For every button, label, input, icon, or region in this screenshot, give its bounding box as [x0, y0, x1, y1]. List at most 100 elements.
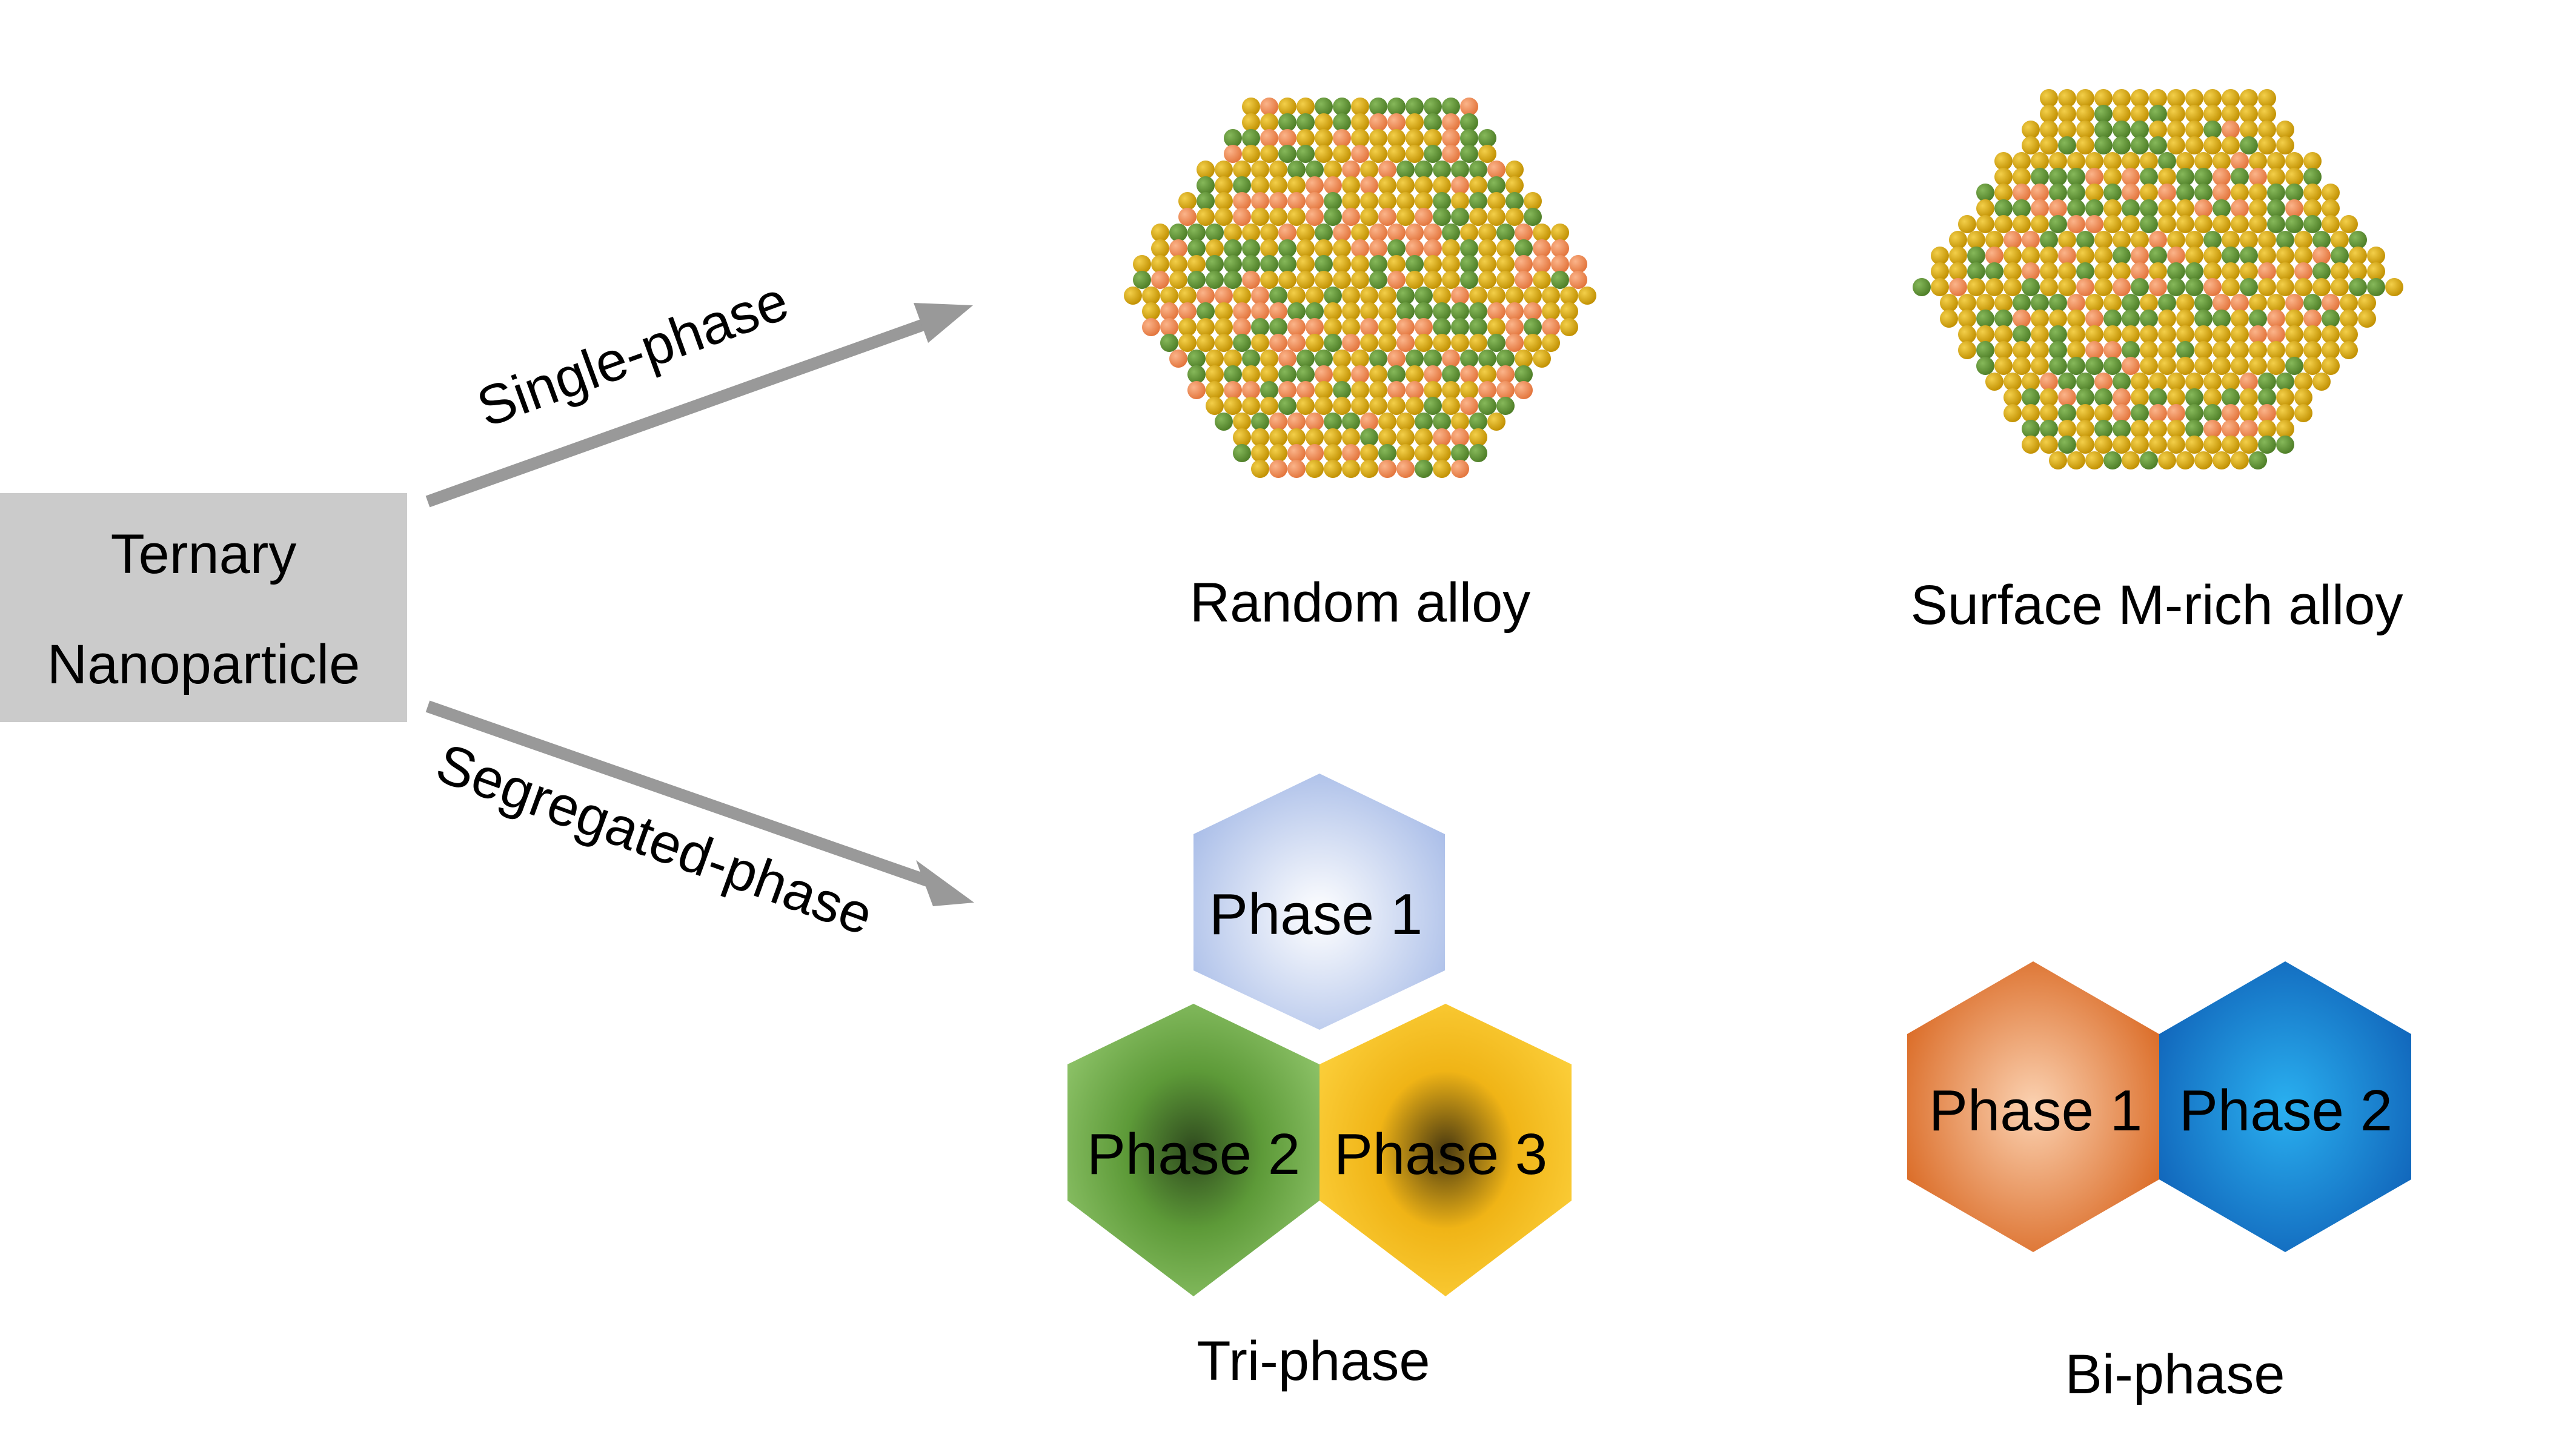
atom-gold — [1324, 302, 1342, 320]
atom-gold — [1994, 184, 2013, 202]
atom-orange — [1287, 318, 1306, 336]
atom-orange — [2322, 294, 2340, 312]
atom-gold — [2222, 89, 2240, 107]
atom-orange — [1442, 350, 1460, 368]
atom-gold — [1242, 113, 1260, 131]
atom-green — [1278, 113, 1296, 131]
atom-green — [1378, 444, 1396, 462]
atom-gold — [1931, 262, 1949, 280]
atom-gold — [2140, 357, 2158, 375]
atom-gold — [1415, 428, 1433, 446]
atom-green — [1496, 397, 1515, 415]
atom-orange — [2003, 231, 2022, 249]
atom-green — [1985, 262, 2003, 280]
atom-gold — [2013, 357, 2031, 375]
source-label-line1: Ternary — [111, 523, 297, 585]
single-phase-arrow-shaft — [425, 317, 929, 508]
atom-gold — [2240, 436, 2258, 454]
atom-gold — [1451, 334, 1469, 352]
atom-gold — [1469, 428, 1487, 446]
atom-gold — [1994, 357, 2013, 375]
atom-green — [2058, 373, 2076, 391]
atom-orange — [1369, 239, 1387, 257]
atom-gold — [2094, 231, 2113, 249]
atom-gold — [2103, 152, 2122, 170]
atom-orange — [2213, 294, 2231, 312]
atom-green — [2285, 215, 2303, 233]
atom-green — [2022, 420, 2040, 438]
atom-orange — [1342, 161, 1360, 179]
atom-orange — [1451, 460, 1469, 478]
atom-gold — [2085, 325, 2103, 343]
atom-gold — [2367, 247, 2385, 265]
atom-green — [1278, 145, 1296, 163]
atom-gold — [1142, 287, 1160, 305]
atom-gold — [2031, 341, 2049, 359]
atom-green — [2222, 247, 2240, 265]
atom-green — [1369, 255, 1387, 273]
atom-gold — [2249, 184, 2267, 202]
atom-green — [2213, 310, 2231, 328]
atom-green — [2076, 388, 2094, 406]
atom-green — [1296, 350, 1315, 368]
atom-gold — [2331, 278, 2349, 296]
atom-orange — [2167, 247, 2185, 265]
atom-green — [1278, 255, 1296, 273]
atom-gold — [1351, 113, 1369, 131]
atom-orange — [1533, 255, 1551, 273]
atom-green — [2303, 168, 2322, 186]
atom-green — [2113, 121, 2131, 139]
atom-green — [1387, 365, 1406, 383]
atom-gold — [2331, 231, 2349, 249]
atom-green — [2058, 404, 2076, 422]
atom-gold — [2076, 420, 2094, 438]
atom-green — [1197, 192, 1215, 210]
atom-orange — [2085, 341, 2103, 359]
atom-orange — [1369, 224, 1387, 242]
atom-orange — [2013, 310, 2031, 328]
atom-green — [1496, 350, 1515, 368]
atom-gold — [1242, 365, 1260, 383]
atom-green — [1976, 310, 1994, 328]
atom-gold — [1387, 129, 1406, 147]
atom-gold — [2158, 451, 2176, 469]
atom-green — [2194, 294, 2213, 312]
atom-orange — [2258, 262, 2276, 280]
atom-gold — [2158, 310, 2176, 328]
atom-gold — [1306, 287, 1324, 305]
atom-gold — [2003, 247, 2022, 265]
atom-gold — [2240, 231, 2258, 249]
atom-gold — [2258, 121, 2276, 139]
atom-orange — [2222, 404, 2240, 422]
atom-green — [1396, 161, 1415, 179]
atom-gold — [2013, 341, 2031, 359]
single-phase-arrow-head — [914, 303, 973, 343]
atom-gold — [2285, 341, 2303, 359]
atom-orange — [1460, 397, 1478, 415]
atom-gold — [2149, 420, 2167, 438]
bi-phase-hex-2 — [2159, 961, 2411, 1252]
atom-orange — [2167, 404, 2185, 422]
atom-green — [2203, 404, 2222, 422]
atom-gold — [2022, 436, 2040, 454]
atom-green — [1233, 176, 1251, 194]
atom-gold — [2194, 341, 2213, 359]
atom-green — [1487, 334, 1505, 352]
atom-orange — [2058, 388, 2076, 406]
atom-gold — [2040, 136, 2058, 154]
atom-gold — [1524, 192, 1542, 210]
atom-orange — [2013, 184, 2031, 202]
atom-green — [2049, 168, 2067, 186]
atom-orange — [1333, 129, 1351, 147]
atom-gold — [1333, 365, 1351, 383]
atom-orange — [1487, 302, 1505, 320]
atom-gold — [1469, 208, 1487, 226]
atom-orange — [1496, 381, 1515, 399]
atom-green — [1460, 145, 1478, 163]
atom-orange — [1296, 381, 1315, 399]
atom-gold — [1197, 161, 1215, 179]
atom-orange — [1169, 239, 1187, 257]
atom-orange — [1260, 98, 1278, 116]
atom-gold — [1994, 168, 2013, 186]
atom-gold — [2213, 357, 2231, 375]
